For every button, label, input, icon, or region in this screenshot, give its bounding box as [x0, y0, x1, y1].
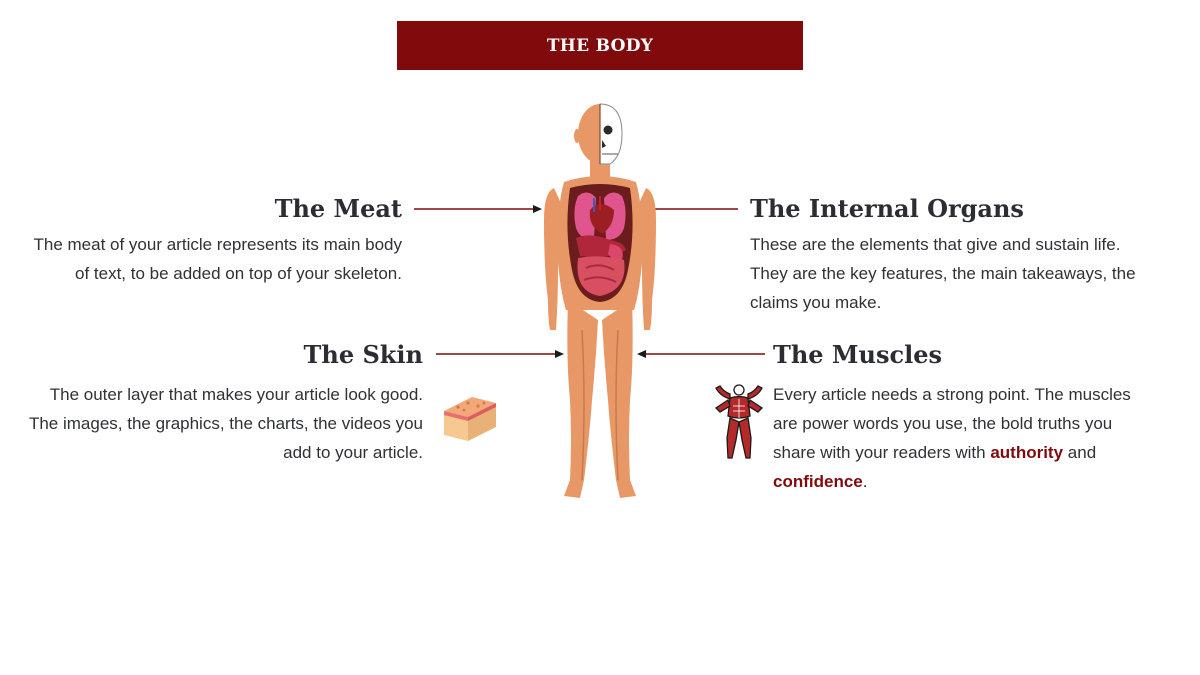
confidence-emphasis: confidence: [773, 472, 863, 491]
organs-heading: The Internal Organs: [750, 194, 1024, 223]
skin-layer-icon: [444, 397, 496, 441]
meat-arrow: [414, 205, 542, 213]
meat-heading: The Meat: [274, 194, 402, 223]
skin-description: The outer layer that makes your article …: [28, 385, 423, 462]
muscles-text-end: .: [862, 472, 868, 491]
organs-description: These are the elements that give and sus…: [750, 235, 1136, 312]
muscles-text-and: and: [1063, 443, 1097, 462]
muscle-figure-icon: [714, 384, 764, 459]
skin-arrow: [436, 350, 564, 358]
page-title: THE BODY: [546, 35, 654, 56]
muscles-text: Every article needs a strong point. The …: [773, 385, 1131, 462]
muscles-description: Every article needs a strong point. The …: [773, 380, 1153, 496]
authority-emphasis: authority: [990, 443, 1064, 462]
muscles-heading: The Muscles: [773, 340, 942, 369]
muscles-arrow: [637, 350, 765, 358]
page-title-banner: THE BODY: [397, 21, 803, 70]
meat-description: The meat of your article represents its …: [33, 235, 403, 283]
human-anatomy-illustration: [544, 103, 656, 498]
skin-heading: The Skin: [303, 340, 423, 369]
